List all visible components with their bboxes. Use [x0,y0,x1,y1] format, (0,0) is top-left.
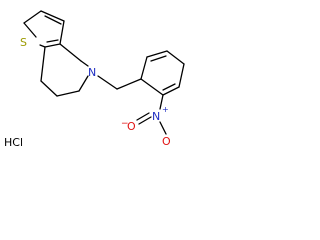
nitro-oxygen-top-label: O [127,120,136,133]
nitro-oxygen-top-charge: − [121,119,129,129]
molecule-structure: S N N + O − O HCl [4,10,185,149]
benzyl-linker [97,75,142,90]
nitro-group [136,94,167,135]
benzene-ring [140,50,185,96]
nitro-nitrogen-charge: + [162,105,169,114]
nitro-oxygen-bottom-label: O [162,135,171,148]
hcl-salt-label: HCl [4,136,23,149]
nitro-nitrogen-label: N [152,110,160,123]
thiophene-ring [23,10,65,48]
sulfur-atom-label: S [20,36,27,49]
amine-nitrogen-label: N [88,66,96,79]
piperidine-ring [40,43,89,97]
